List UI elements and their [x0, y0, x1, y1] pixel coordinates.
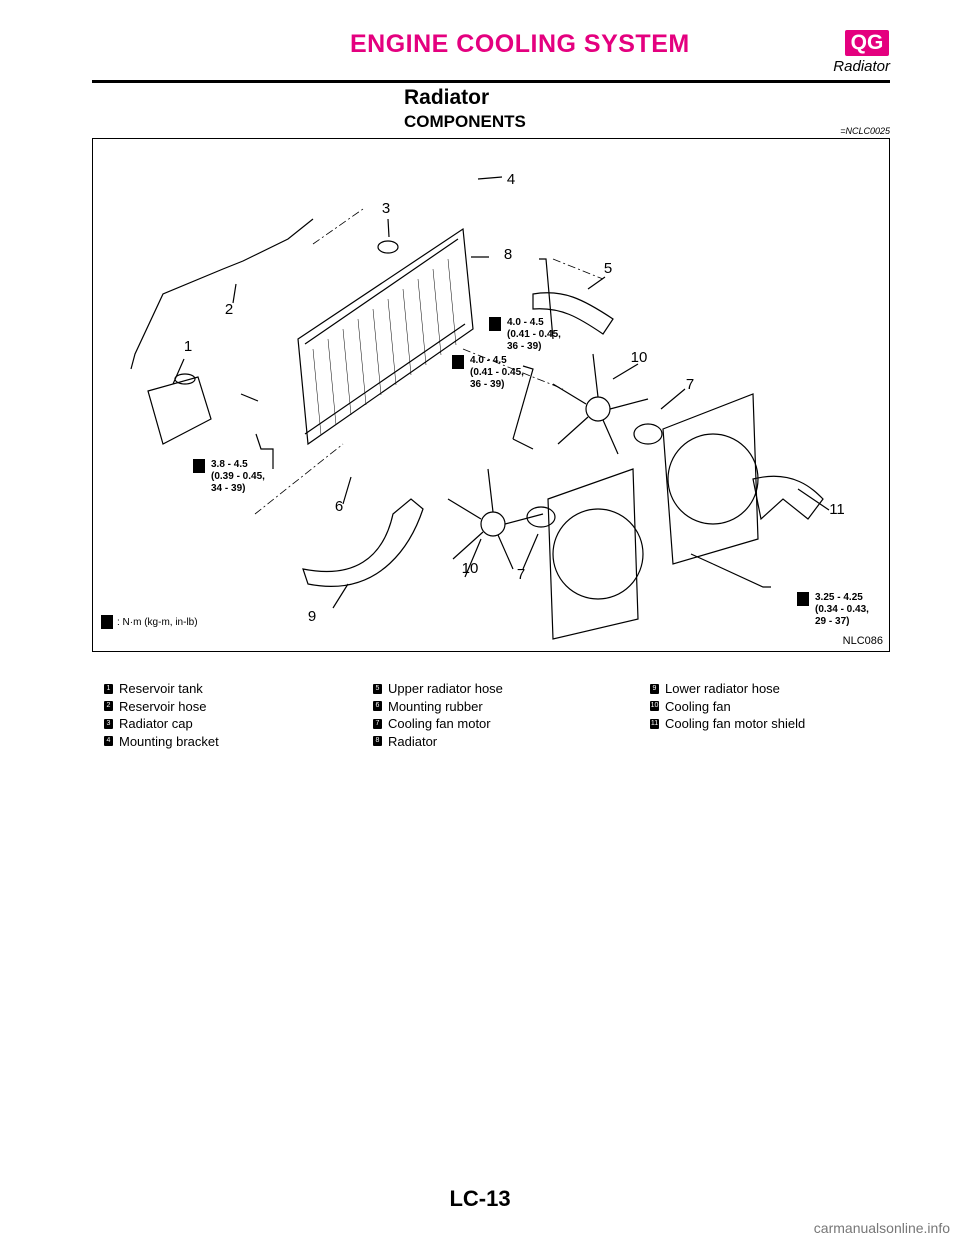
page-number: LC-13 — [449, 1186, 511, 1211]
lower-hose-drawing — [302, 498, 424, 587]
torque-spec-radiator-mount: 4.0 - 4.5 (0.41 - 0.45, 36 - 39) — [452, 355, 524, 391]
torque-legend: : N·m (kg-m, in-lb) — [101, 615, 198, 629]
fan-motor-upper-drawing — [633, 423, 663, 445]
radiator-drawing — [297, 227, 474, 446]
components-figure: 1 2 3 4 5 6 7 7 8 9 10 10 11 4.0 - 4.5 (… — [92, 138, 890, 652]
header-rule — [92, 80, 890, 83]
callout-5: 5 — [603, 260, 613, 277]
section-title: Radiator — [404, 86, 490, 109]
callout-10-upper: 10 — [630, 349, 648, 366]
fan-shroud-upper — [662, 393, 759, 565]
callout-9: 9 — [307, 608, 317, 625]
figure-code: NLC086 — [842, 635, 883, 647]
header-subtitle: Radiator — [833, 58, 890, 75]
watermark: carmanualsonline.info — [813, 1220, 950, 1236]
exploded-diagram — [130, 176, 830, 640]
callout-1: 1 — [183, 338, 193, 355]
reservoir-tank-drawing — [147, 373, 212, 445]
wrench-icon — [193, 459, 205, 473]
callout-8: 8 — [503, 246, 513, 263]
fan-shroud-lower — [547, 468, 639, 640]
cooling-fan-upper-drawing — [552, 353, 649, 455]
fan-motor-lower-drawing — [526, 506, 556, 528]
reservoir-hose-drawing — [130, 218, 314, 370]
cooling-fan-lower-drawing — [447, 468, 544, 570]
wrench-icon — [489, 317, 501, 331]
section-ref: =NCLC0025 — [840, 126, 890, 136]
header-title: ENGINE COOLING SYSTEM — [350, 30, 690, 58]
callout-3: 3 — [381, 200, 391, 217]
callout-4: 4 — [506, 171, 516, 188]
torque-spec-upper-hose: 4.0 - 4.5 (0.41 - 0.45, 36 - 39) — [489, 317, 561, 353]
torque-spec-fan-shroud: 3.25 - 4.25 (0.34 - 0.43, 29 - 37) — [797, 592, 869, 628]
wrench-icon — [101, 615, 113, 629]
wrench-icon — [797, 592, 809, 606]
callout-2: 2 — [224, 301, 234, 318]
callout-6: 6 — [334, 498, 344, 515]
wrench-icon — [452, 355, 464, 369]
callout-7-upper: 7 — [685, 376, 695, 393]
header-code-badge: QG — [845, 30, 889, 56]
callout-11: 11 — [829, 501, 845, 518]
radiator-cap-drawing — [377, 240, 399, 254]
upper-hose-drawing — [532, 292, 614, 335]
callout-7-lower: 7 — [516, 566, 526, 583]
section-subtitle: COMPONENTS — [404, 112, 526, 131]
callout-10-lower: 10 — [461, 560, 479, 577]
fan-motor-shield-drawing — [752, 475, 824, 521]
torque-spec-reservoir: 3.8 - 4.5 (0.39 - 0.45, 34 - 39) — [193, 459, 265, 495]
